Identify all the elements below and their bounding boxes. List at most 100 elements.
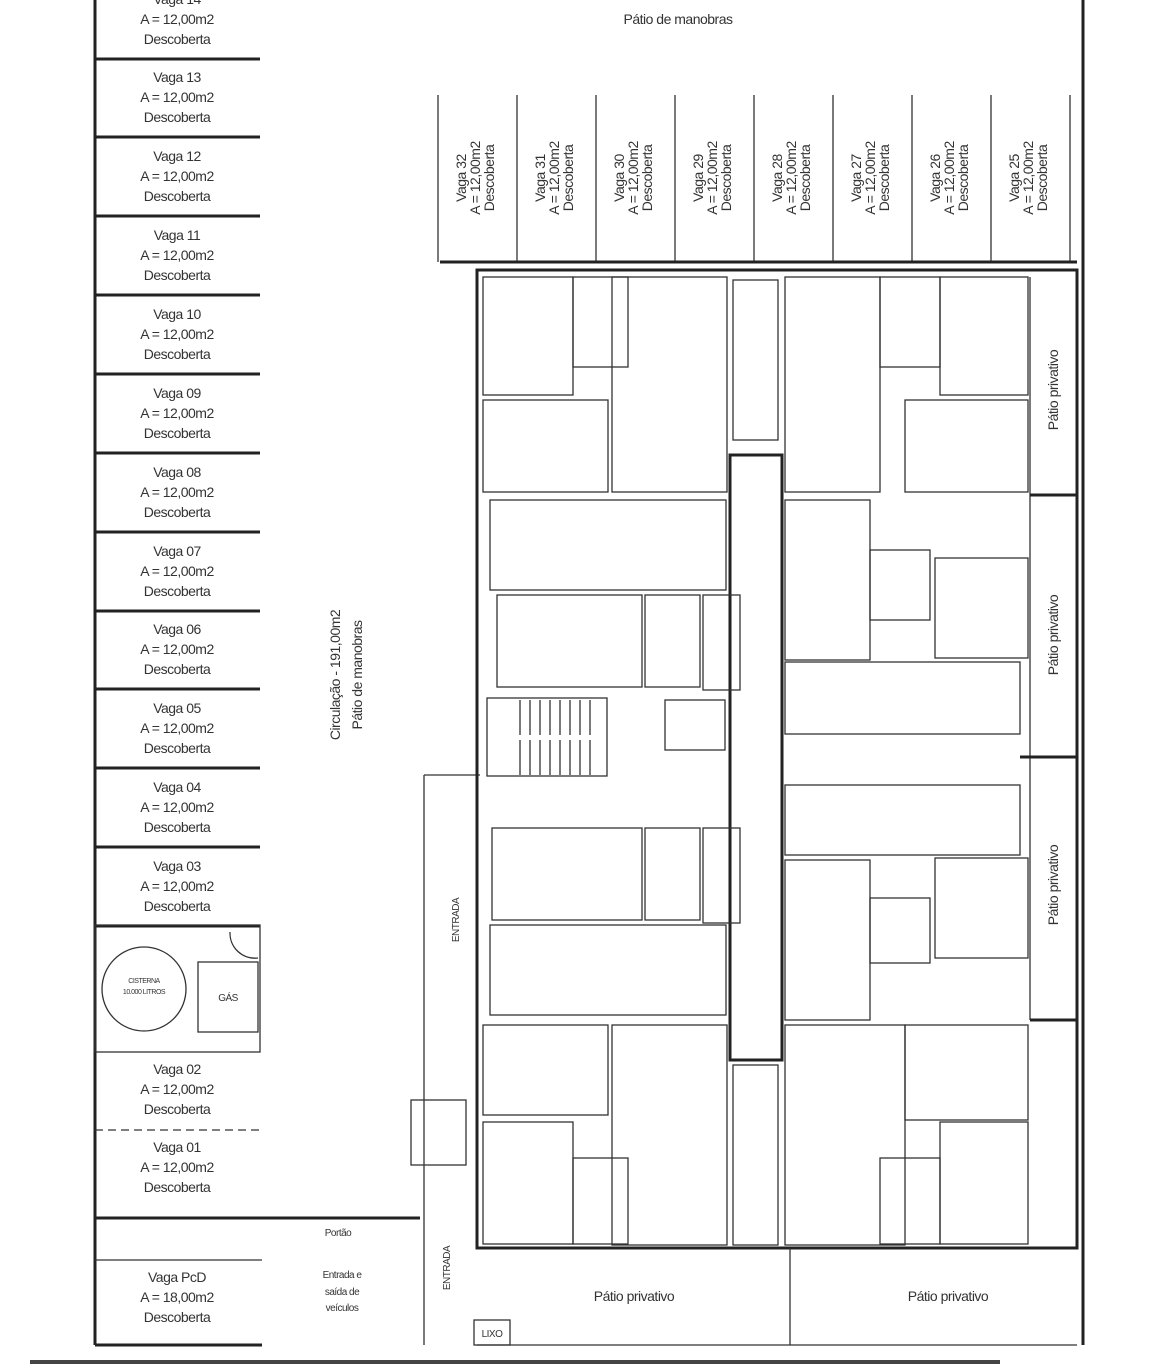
cisterna-tank xyxy=(101,946,187,1032)
gate-label: Portão xyxy=(325,1228,352,1239)
parking-space-name: Vaga 03 xyxy=(153,858,201,874)
parking-space-type: Descoberta xyxy=(1034,144,1050,211)
parking-space-type: Descoberta xyxy=(144,898,211,914)
parking-space-area: A = 12,00m2 xyxy=(941,141,957,215)
parking-space-type: Descoberta xyxy=(797,144,813,211)
parking-space-name: Vaga 26 xyxy=(927,153,943,201)
parking-space-type: Descoberta xyxy=(144,1101,211,1117)
parking-space-name: Vaga 32 xyxy=(453,153,469,201)
private-patio-label-5: Pátio privativo xyxy=(908,1288,989,1304)
parking-space-name: Vaga 13 xyxy=(153,69,201,85)
cisterna-label: CISTERNA xyxy=(128,978,160,985)
parking-space-type: Descoberta xyxy=(144,188,211,204)
parking-space-area: A = 12,00m2 xyxy=(467,141,483,215)
parking-space-name: Vaga 07 xyxy=(153,543,201,559)
parking-space-area: A = 12,00m2 xyxy=(140,247,214,263)
parking-space-type: Descoberta xyxy=(718,144,734,211)
parking-space-type: Descoberta xyxy=(876,144,892,211)
gas-label: GÁS xyxy=(218,991,238,1004)
central-corridor xyxy=(728,453,784,1062)
parking-space-area: A = 12,00m2 xyxy=(140,1159,214,1175)
parking-space-name: Vaga 10 xyxy=(153,306,201,322)
cisterna-capacity: 10.000 LITROS xyxy=(123,989,166,996)
parking-space-area: A = 12,00m2 xyxy=(140,326,214,342)
parking-space-type: Descoberta xyxy=(144,504,211,520)
parking-space-name: Vaga 28 xyxy=(769,153,785,201)
private-patio-label-2: Pátio privativo xyxy=(1045,594,1061,675)
parking-space-type: Descoberta xyxy=(144,109,211,125)
parking-space-area: A = 12,00m2 xyxy=(140,720,214,736)
parking-space-name: Vaga 29 xyxy=(690,153,706,201)
parking-space-type: Descoberta xyxy=(144,267,211,283)
parking-space-name: Vaga PcD xyxy=(148,1269,206,1285)
parking-space-type: Descoberta xyxy=(144,346,211,362)
parking-space-name: Vaga 11 xyxy=(154,227,201,243)
vehicle-entry-label-2: saída de xyxy=(325,1287,360,1298)
parking-space-area: A = 12,00m2 xyxy=(140,878,214,894)
parking-space-type: Descoberta xyxy=(144,1179,211,1195)
parking-space-type: Descoberta xyxy=(144,1309,211,1325)
parking-space-type: Descoberta xyxy=(144,661,211,677)
parking-space-area: A = 12,00m2 xyxy=(140,11,214,27)
parking-space-area: A = 12,00m2 xyxy=(140,405,214,421)
parking-space-area: A = 12,00m2 xyxy=(546,141,562,215)
vehicle-entry-label-3: veículos xyxy=(326,1303,359,1314)
parking-space-type: Descoberta xyxy=(639,144,655,211)
parking-space-type: Descoberta xyxy=(144,31,211,47)
pedestrian-entry-label: ENTRADA xyxy=(451,897,462,942)
cisterna-gas-area: CISTERNA 10.000 LITROS GÁS xyxy=(94,924,261,1053)
parking-space-name: Vaga 06 xyxy=(153,621,201,637)
private-patio-label-4: Pátio privativo xyxy=(594,1288,675,1304)
parking-space-area: A = 12,00m2 xyxy=(1020,141,1036,215)
parking-space-area: A = 12,00m2 xyxy=(140,168,214,184)
circulation-area-label: Circulação - 191,00m2 xyxy=(327,609,343,740)
parking-space-name: Vaga 30 xyxy=(611,153,627,201)
parking-space-name: Vaga 04 xyxy=(153,779,201,795)
parking-space-name: Vaga 25 xyxy=(1006,153,1022,201)
parking-space-name: Vaga 12 xyxy=(153,148,201,164)
parking-space-type: Descoberta xyxy=(144,425,211,441)
parking-space-area: A = 12,00m2 xyxy=(862,141,878,215)
parking-space-name: Vaga 08 xyxy=(153,464,201,480)
stairs xyxy=(519,700,591,775)
parking-space-name: Vaga 31 xyxy=(532,153,548,201)
private-patio-label-1: Pátio privativo xyxy=(1045,349,1061,430)
private-patio-label-3: Pátio privativo xyxy=(1045,844,1061,925)
parking-space-type: Descoberta xyxy=(955,144,971,211)
parking-space-area: A = 12,00m2 xyxy=(140,1081,214,1097)
parking-space-area: A = 18,00m2 xyxy=(140,1289,214,1305)
top-patio-label: Pátio de manobras xyxy=(623,11,733,27)
parking-space-name: Vaga 27 xyxy=(848,153,864,201)
entry-label-lower: ENTRADA xyxy=(442,1245,453,1290)
circulation-patio-label: Pátio de manobras xyxy=(349,620,365,730)
parking-space-name: Vaga 02 xyxy=(153,1061,201,1077)
parking-space-type: Descoberta xyxy=(144,819,211,835)
trash-label: LIXO xyxy=(482,1329,504,1340)
parking-space-name: Vaga 09 xyxy=(153,385,201,401)
parking-space-name: Vaga 05 xyxy=(153,700,201,716)
parking-space-type: Descoberta xyxy=(144,740,211,756)
building: Pátio privativo Pátio privativo Pátio pr… xyxy=(440,260,1079,1346)
